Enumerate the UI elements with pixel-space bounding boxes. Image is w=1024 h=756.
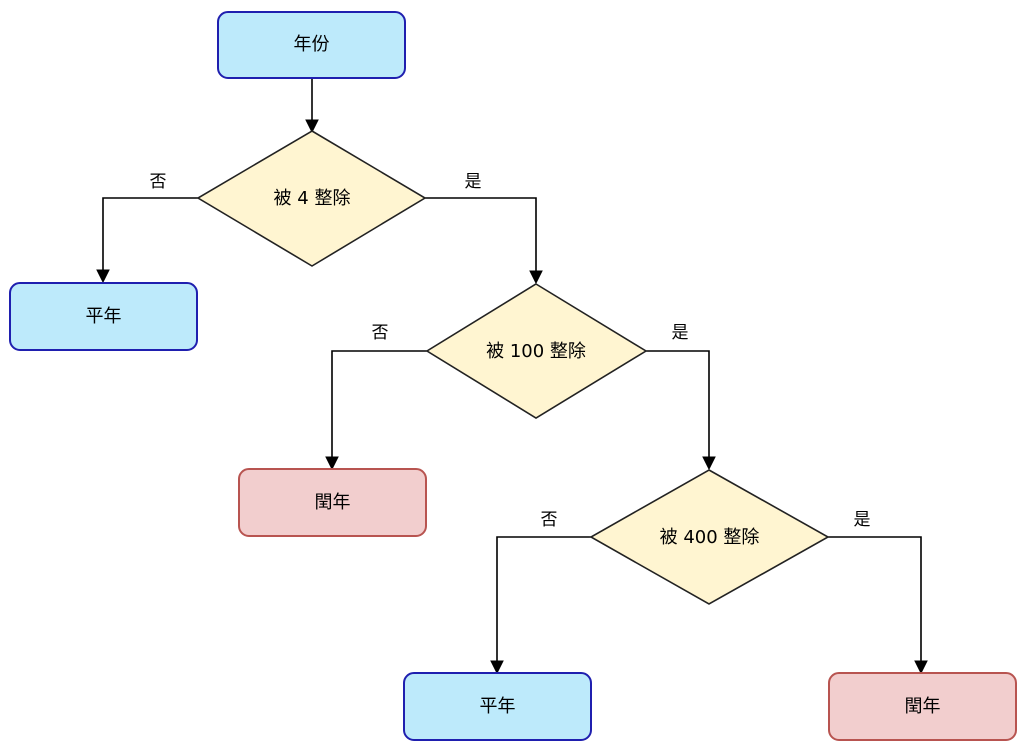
edge-d3-yes xyxy=(828,536,922,664)
edge-label-d1-no: 否 xyxy=(150,172,167,192)
result-leap-year-2-label: 閏年 xyxy=(905,696,941,717)
result-common-year-1-label: 平年 xyxy=(86,306,122,327)
start-node-shape xyxy=(217,11,406,79)
arrowhead-start-to-d1 xyxy=(305,119,319,134)
arrowhead-d2-no xyxy=(325,456,339,471)
decision-divisible-by-100-shape xyxy=(425,283,648,419)
result-leap-year-1-shape xyxy=(238,468,427,537)
start-node: 年份 xyxy=(217,11,406,79)
edge-label-d2-yes: 是 xyxy=(672,323,689,343)
result-common-year-1-shape xyxy=(9,282,198,351)
decision-divisible-by-100: 被 100 整除 xyxy=(425,283,648,419)
arrowhead-d1-yes xyxy=(529,270,543,285)
decision-divisible-by-400-shape xyxy=(589,469,830,605)
edge-label-d2-no: 否 xyxy=(372,323,389,343)
result-leap-year-1: 閏年 xyxy=(238,468,427,537)
arrowhead-d2-yes xyxy=(702,456,716,471)
edge-label-d1-yes: 是 xyxy=(465,172,482,192)
result-common-year-2-shape xyxy=(403,672,592,741)
decision-divisible-by-400: 被 400 整除 xyxy=(589,469,830,605)
result-leap-year-2: 閏年 xyxy=(828,672,1017,741)
result-leap-year-1-label: 閏年 xyxy=(315,492,351,513)
edge-d1-no xyxy=(102,197,198,273)
arrowhead-d3-no xyxy=(490,660,504,675)
edge-label-d3-no: 否 xyxy=(541,510,558,530)
decision-divisible-by-4-label: 被 4 整除 xyxy=(274,188,351,209)
edge-label-d3-yes: 是 xyxy=(854,510,871,530)
arrowhead-d3-yes xyxy=(914,660,928,675)
edge-d2-yes xyxy=(646,350,710,460)
decision-divisible-by-4: 被 4 整除 xyxy=(196,130,427,267)
edge-d2-no xyxy=(331,350,427,460)
result-common-year-2-label: 平年 xyxy=(480,696,516,717)
edge-d3-no xyxy=(496,536,591,664)
decision-divisible-by-4-shape xyxy=(196,130,427,267)
edge-d1-yes xyxy=(425,197,537,274)
decision-divisible-by-400-label: 被 400 整除 xyxy=(660,527,760,548)
arrowhead-d1-no xyxy=(96,269,110,284)
result-leap-year-2-shape xyxy=(828,672,1017,741)
result-common-year-2: 平年 xyxy=(403,672,592,741)
decision-divisible-by-100-label: 被 100 整除 xyxy=(486,341,586,362)
start-node-label: 年份 xyxy=(294,34,330,55)
result-common-year-1: 平年 xyxy=(9,282,198,351)
